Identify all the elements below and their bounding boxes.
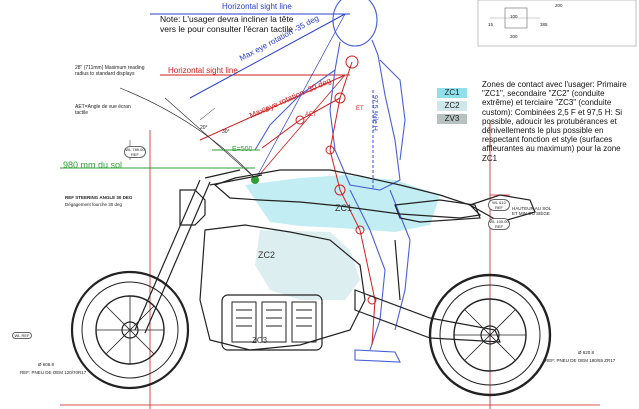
angle-leader: [199, 107, 216, 121]
title-block: [477, 0, 637, 47]
angle-30-label: 30°: [222, 129, 230, 135]
dim-15: 15: [488, 22, 494, 27]
battery-cells: [231, 301, 317, 343]
dim-100: 100: [510, 14, 518, 19]
reading-radius-leader: [164, 97, 256, 179]
badge-wl-610: WL 610 REF: [488, 199, 510, 211]
dim-385: 385: [540, 22, 548, 27]
angle-25-label: 25°: [262, 108, 272, 114]
screen-point: [251, 176, 259, 184]
legend-zc1: ZC1: [437, 88, 467, 98]
front-tire-dim: Ø 608.8: [38, 362, 55, 367]
eye-rotation-30-line: [199, 74, 346, 141]
legend-zv3: ZV3: [437, 114, 467, 124]
front-tire-ref: REF: PNEU DE OEM 120/70R17: [20, 370, 87, 375]
contact-zone-zc2-area: [255, 230, 360, 300]
x-dim-label: E=500: [232, 146, 253, 153]
legend-zc2: ZC2: [437, 101, 467, 111]
floor-height-label: 980 mm du sol: [63, 160, 123, 170]
zone-label-zc1: ZC1: [335, 203, 353, 213]
eye-to-screen-line: [254, 74, 346, 181]
zone-label-zc2: ZC2: [258, 250, 276, 260]
eye-label: ET: [356, 106, 364, 112]
dim-200: 200: [555, 3, 563, 8]
zone-label-zc3: ZC3: [252, 336, 268, 345]
reading-radius-note: 28" (711mm) Maximum reading radius to st…: [75, 65, 145, 77]
dim-300: 300: [510, 34, 518, 39]
head-tilt-note: Note: L'usager devra incliner la tête ve…: [160, 14, 294, 34]
badge-wl-100: WL 100.00 REF: [488, 218, 510, 230]
seat-height-label: HAUTEUR AU SOL ET MIN DU SIÈGE: [512, 206, 552, 217]
rider-silhouette: [254, 0, 411, 363]
steering-angle-sub: Dégagement fourche 30 deg: [65, 202, 123, 207]
angle-20-label: 20°: [200, 125, 208, 131]
contact-zone-zc1-area: [245, 175, 440, 232]
front-wheel: [70, 270, 190, 390]
percentile-label: 97,5 %ile H: [371, 95, 378, 131]
horizontal-sight-line-top-label: Horizontal sight line: [222, 2, 292, 11]
horizontal-sight-line-red-label: Horizontal sight line: [168, 66, 238, 75]
badge-wl-785: WL 785.00 REF: [124, 146, 146, 158]
eye-rotation-35-line: [189, 13, 346, 99]
rear-tire-dim: Ø 620.8: [578, 350, 595, 355]
reading-radius-arc: [119, 87, 256, 179]
rear-wheel: [428, 273, 552, 397]
eye-to-screen-blue-line: [254, 13, 346, 181]
rear-tire-ref: REF: PNEU DE OEM 180/55 ZR17: [545, 358, 616, 363]
rider-skeleton: [261, 55, 377, 346]
contact-zone-note: Zones de contact avec l'usager: Primaire…: [482, 80, 627, 163]
steering-angle-label: REF STEERING ANGLE 30 DEG: [65, 195, 133, 200]
aet-label: AET: [305, 112, 317, 118]
aet-definition: AET=Angle de vue écran tactile: [75, 104, 131, 116]
badge-wl-ref: WL REF: [12, 332, 32, 339]
